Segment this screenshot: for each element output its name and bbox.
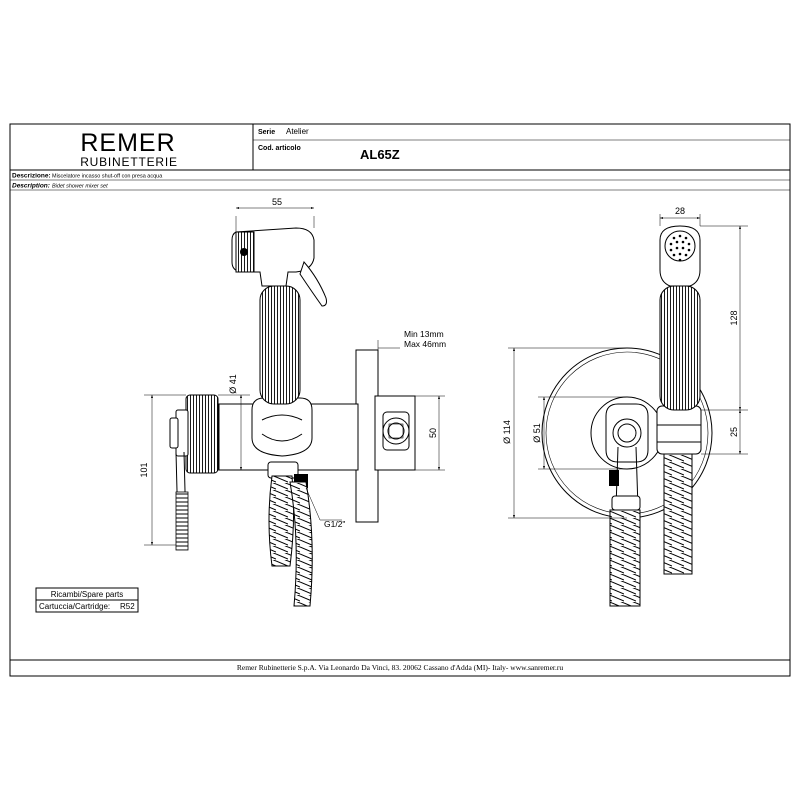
- spray-nozzles: [669, 234, 691, 262]
- hose-side-right: [289, 481, 313, 607]
- footer: Remer Rubinetterie S.p.A. Via Leonardo D…: [10, 659, 790, 672]
- spare-parts-table: Ricambi/Spare parts Cartuccia/Cartridge:…: [35, 587, 139, 613]
- thread-size-label: G1/2": [324, 519, 345, 529]
- hose-front-right: [663, 453, 693, 575]
- title-block: REMER RUBINETTERIE Serie Atelier Cod. ar…: [9, 123, 791, 677]
- dim-height-25: 25: [729, 427, 739, 437]
- dim-height-128: 128: [729, 310, 739, 325]
- description-value: Bidet shower mixer set: [52, 184, 108, 190]
- cod-articolo-value: AL65Z: [360, 147, 400, 162]
- dim-diameter-51: Ø 51: [532, 423, 542, 443]
- cod-articolo-label: Cod. articolo: [258, 145, 301, 152]
- hand-shower-grip-side: [259, 285, 301, 405]
- serie-value: Atelier: [286, 127, 309, 136]
- wall-min-label: Min 13mm: [404, 329, 444, 339]
- hand-shower-grip-front: [659, 285, 701, 411]
- dim-height-50: 50: [428, 428, 438, 438]
- hose-front-left: [609, 509, 641, 607]
- spare-parts-header: Ricambi/Spare parts: [51, 590, 123, 599]
- sheet-border: [9, 123, 791, 677]
- descrizione-label: Descrizione:: [12, 173, 51, 180]
- cartridge-value: R52: [120, 602, 135, 611]
- hose-connector-black-front: [609, 470, 619, 486]
- dim-diameter-114: Ø 114: [502, 420, 512, 444]
- hand-shower-trigger: [299, 261, 327, 307]
- dim-diameter-41: Ø 41: [228, 374, 238, 394]
- dim-width-28: 28: [675, 206, 685, 216]
- cartridge-label: Cartuccia/Cartridge:: [39, 602, 110, 611]
- company-address: Remer Rubinetterie S.p.A. Via Leonardo D…: [237, 663, 564, 672]
- hose-side-left: [268, 475, 295, 567]
- lever-rod: [175, 491, 189, 551]
- handle-knob-side: [185, 394, 219, 474]
- front-view-drawing: 28 128 25 Ø 114 Ø 51: [502, 206, 748, 607]
- wall-max-label: Max 46mm: [404, 339, 446, 349]
- description-label: Description:: [12, 183, 50, 190]
- hand-shower-head-front: [659, 225, 701, 287]
- brand-logo-remer: REMER: [80, 129, 175, 157]
- shower-holder-front: [656, 405, 702, 455]
- brand-logo-rubinetterie: RUBINETTERIE: [80, 155, 178, 169]
- shower-holder-side: [251, 397, 313, 457]
- side-view-drawing: 55 Ø 41 101 50 Min 13mm Max 46mm G1/2": [139, 197, 446, 607]
- dim-width-55: 55: [272, 197, 282, 207]
- dim-height-101: 101: [139, 462, 149, 477]
- serie-label: Serie: [258, 129, 275, 136]
- descrizione-value: Miscelatore incasso shut-off con presa a…: [52, 174, 163, 180]
